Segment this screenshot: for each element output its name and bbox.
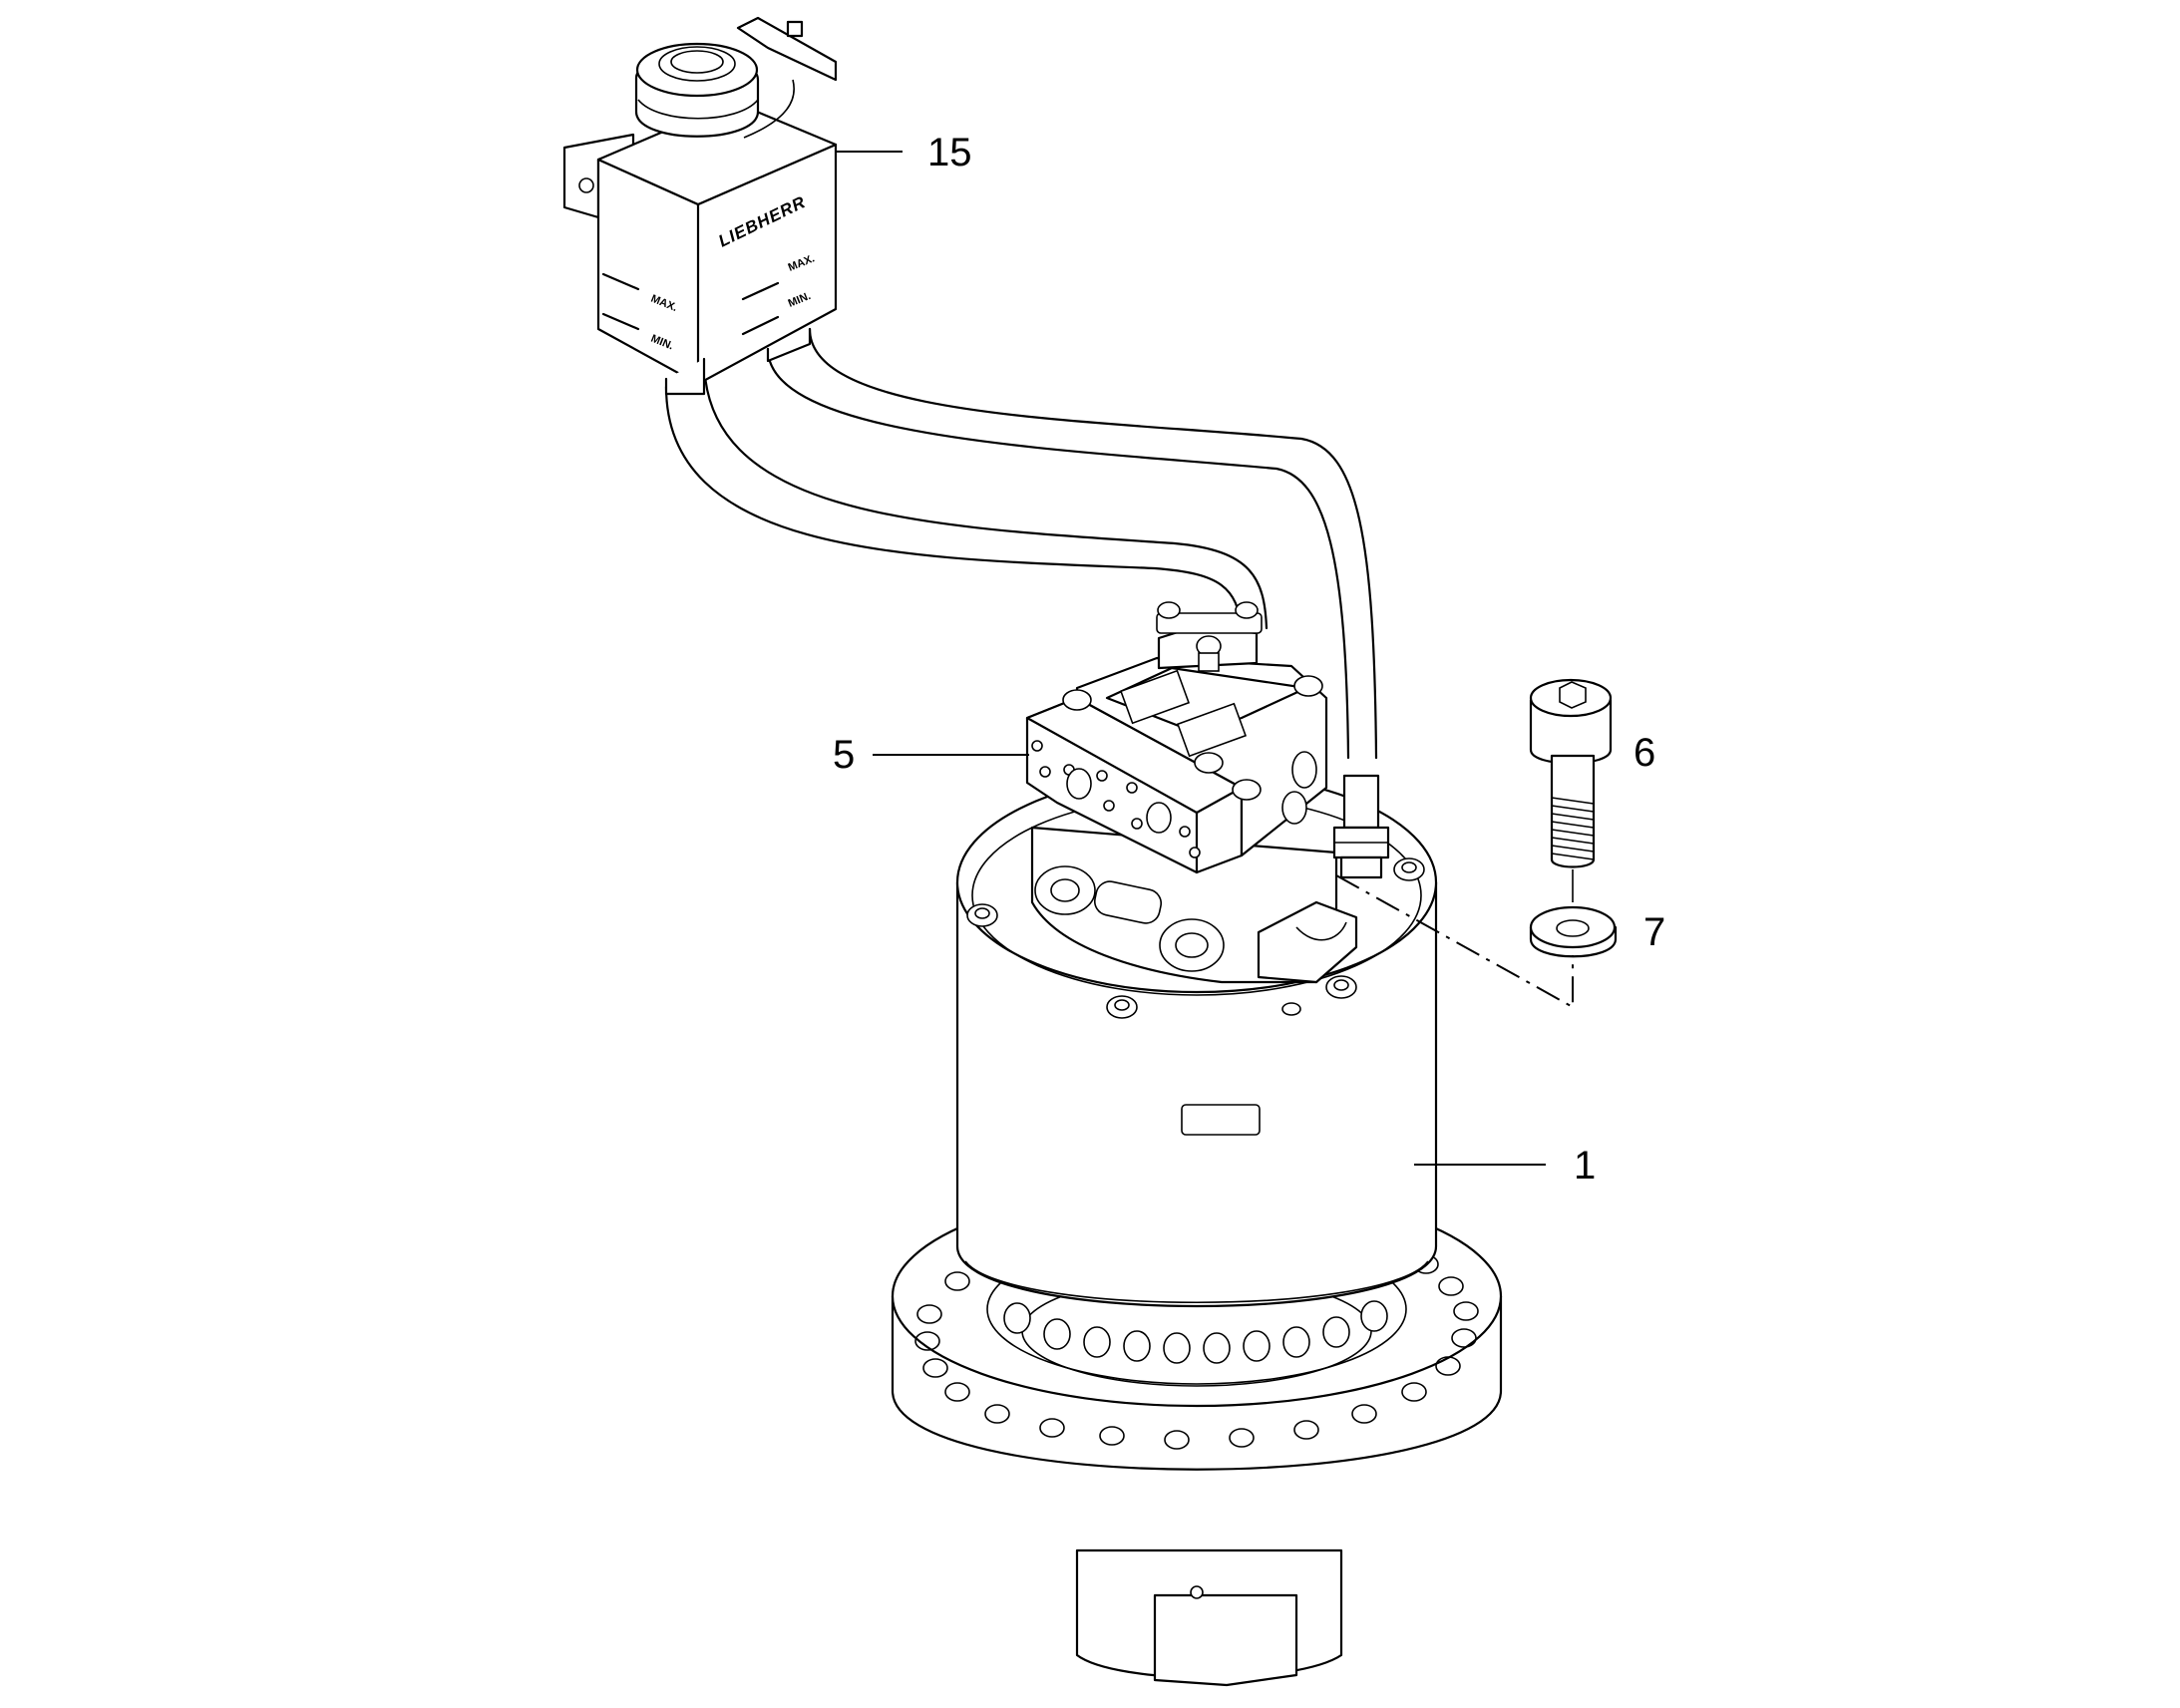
oil-reservoir: MAX. MIN. MAX. MIN. LIEBHERR [562,16,838,396]
hydraulic-motor [1025,601,1390,984]
hose-lines [664,327,1378,760]
hose-fitting [1342,774,1380,830]
callout-5: 5 [833,733,855,777]
washer [1529,905,1618,958]
callout-15: 15 [927,131,972,174]
nameplate [1181,1104,1261,1136]
callout-1: 1 [1574,1144,1596,1188]
hex-socket [1559,681,1587,709]
callout-leaders [836,151,1546,1166]
ring-bolts [1003,1300,1388,1364]
valve-ports [1031,740,1201,858]
hose-clamp [1156,612,1263,634]
callout-6: 6 [1634,731,1655,775]
motor-top-bolts [1062,675,1323,801]
callout-7: 7 [1643,910,1665,954]
socket-head-screw [1529,678,1613,902]
swing-gearbox-housing [891,771,1503,1687]
housing-top-bolts [966,857,1425,1019]
